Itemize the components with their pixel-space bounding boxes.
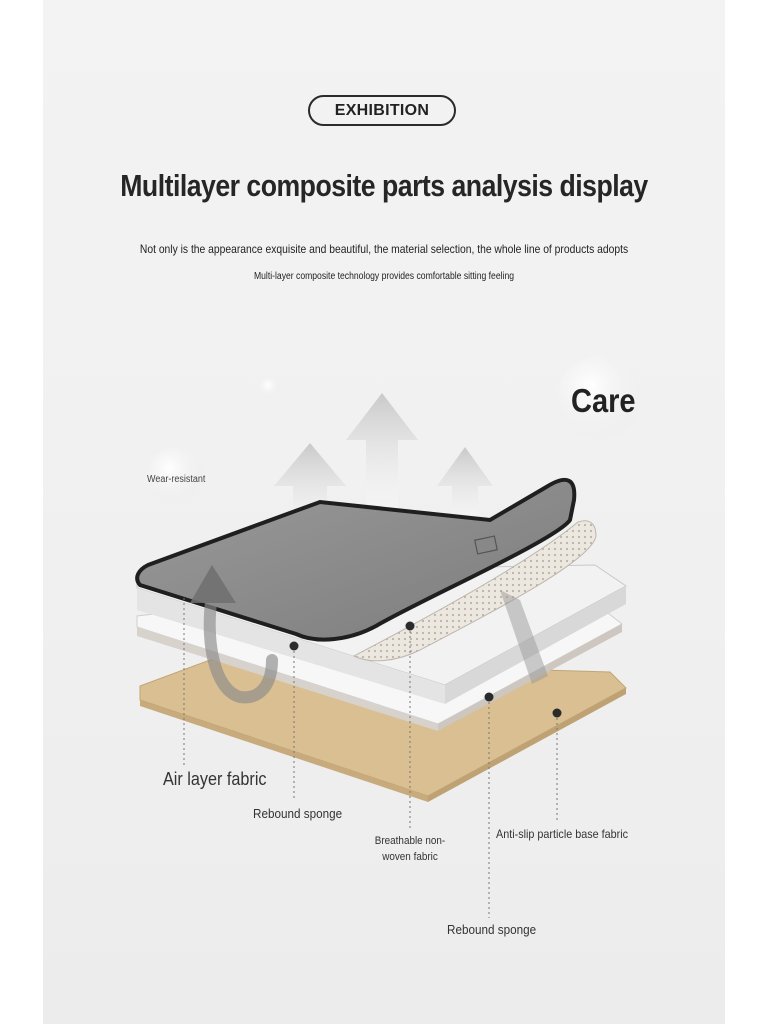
bubble-decoration (557, 356, 641, 440)
anti-slip-base-label: Anti-slip particle base fabric (496, 827, 629, 841)
up-arrow-icon (346, 393, 418, 520)
subtitle-line-2: Multi-layer composite technology provide… (253, 271, 515, 282)
bubble-decoration (260, 378, 280, 398)
airflow-arrow-icon (203, 589, 278, 704)
up-arrow-icon (437, 447, 493, 530)
diagonal-arrow-icon (500, 590, 548, 684)
rebound-sponge-label-1: Rebound sponge (253, 806, 343, 821)
exhibition-badge: EXHIBITION (308, 95, 456, 126)
top-fabric-layer (135, 477, 577, 642)
page-title: Multilayer composite parts analysis disp… (120, 168, 648, 203)
bubble-decoration (147, 448, 203, 504)
marker-dot (405, 621, 415, 631)
marker-dot (289, 641, 299, 651)
up-arrow-icon (274, 443, 346, 540)
subtitle-line-1: Not only is the appearance exquisite and… (139, 242, 629, 256)
marker-dot (484, 692, 494, 702)
marker-dot (552, 708, 562, 718)
breathable-layer (352, 520, 597, 662)
wear-resistant-label: Wear-resistant (147, 474, 206, 485)
care-label: Care (571, 382, 636, 419)
breathable-non-woven-label: Breathable non-woven fabric (374, 835, 446, 863)
air-layer-fabric-label: Air layer fabric (163, 769, 267, 789)
rebound-sponge-label-2: Rebound sponge (447, 922, 537, 937)
